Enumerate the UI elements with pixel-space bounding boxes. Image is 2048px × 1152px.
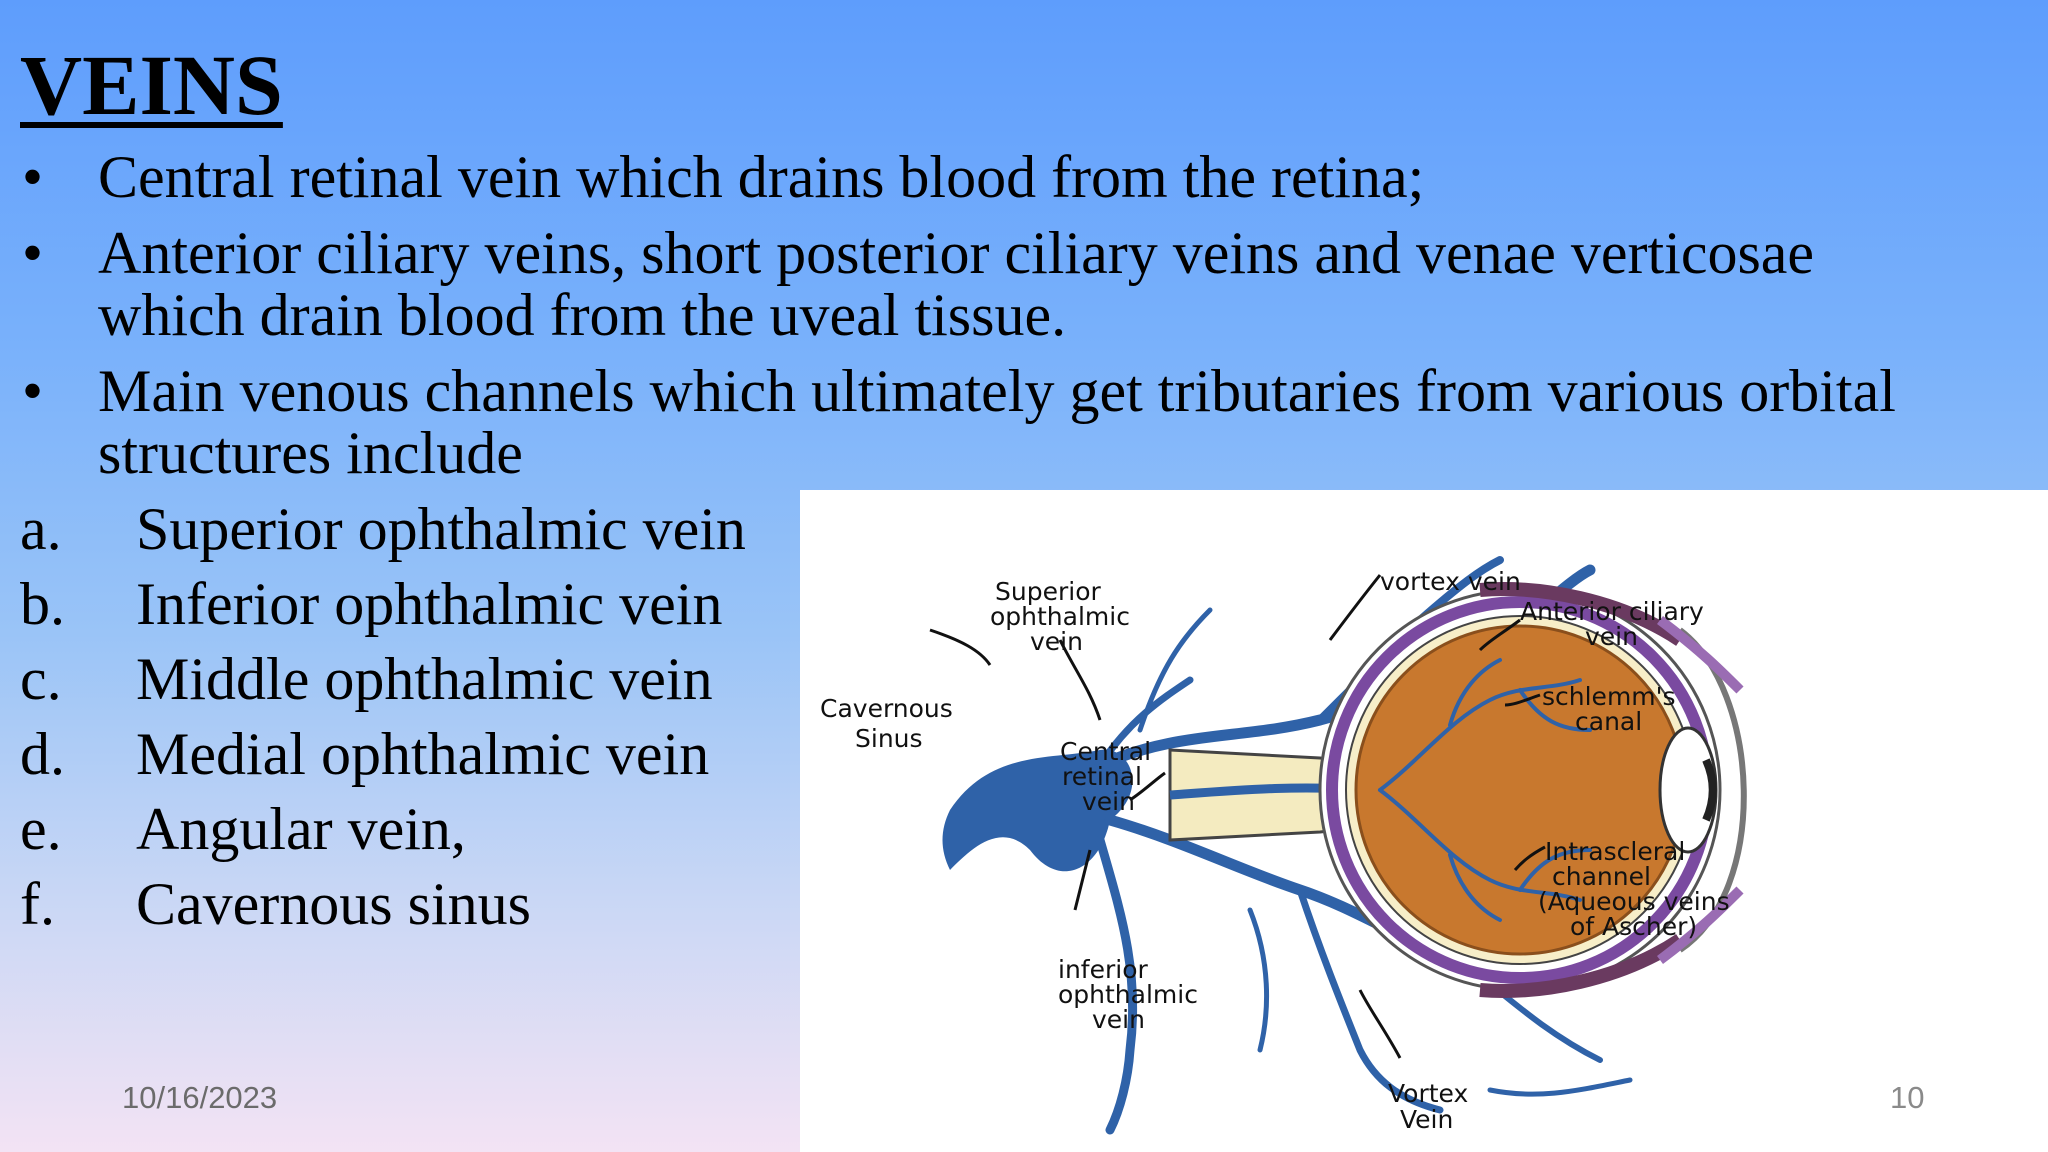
bullet-line: structures include [98, 420, 523, 486]
ciliary-process-top [1656, 616, 1744, 694]
bullet-icon: • [22, 220, 44, 286]
slide-title: VEINS [20, 37, 283, 133]
list-text: Cavernous sinus [136, 871, 531, 937]
vein-list-item: c. Middle ophthalmic vein [20, 642, 746, 717]
bullet-icon: • [22, 358, 44, 424]
bullet-line: which drain blood from the uveal tissue. [98, 282, 1067, 348]
retinal-vein-branches [1378, 658, 1592, 922]
eye-diagram-svg: Superior ophthalmic vein Cavernous Sinus… [820, 556, 1747, 1135]
label-cavernous-sinus: Cavernous Sinus [820, 694, 961, 753]
label-central-retinal-vein: Central retinal vein [1060, 737, 1159, 816]
list-text: Superior ophthalmic vein [136, 496, 746, 562]
list-text: Middle ophthalmic vein [136, 646, 713, 712]
label-vortex-vein-bottom: Vortex Vein [1388, 1079, 1476, 1134]
list-text: Inferior ophthalmic vein [136, 571, 723, 637]
list-letter: e. [20, 796, 62, 862]
vein-list: a. Superior ophthalmic vein b. Inferior op… [20, 492, 746, 942]
bullet-item: • Central retinal vein which drains bloo… [20, 146, 2020, 208]
bullet-item: • Main venous channels which ultimately … [20, 360, 2020, 484]
list-letter: b. [20, 571, 65, 637]
label-intrascleral-channel: Intrascleral channel (Aqueous veins of A… [1538, 837, 1738, 941]
bullet-item: • Anterior ciliary veins, short posterio… [20, 222, 2020, 346]
bullet-line: Main venous channels which ultimately ge… [98, 358, 1896, 424]
vein-list-item: b. Inferior ophthalmic vein [20, 567, 746, 642]
eye-vein-diagram: Superior ophthalmic vein Cavernous Sinus… [800, 490, 2048, 1152]
vein-list-item: f. Cavernous sinus [20, 867, 746, 942]
slide-date: 10/16/2023 [122, 1080, 278, 1115]
bullet-list: • Central retinal vein which drains bloo… [20, 146, 2020, 498]
bullet-icon: • [22, 144, 44, 210]
list-letter: f. [20, 871, 55, 937]
label-inferior-ophthalmic-vein: inferior ophthalmic vein [1058, 955, 1206, 1034]
vein-list-item: d. Medial ophthalmic vein [20, 717, 746, 792]
cavernous-sinus-shape [942, 749, 1133, 872]
list-text: Medial ophthalmic vein [136, 721, 710, 787]
slide-page-number: 10 [1890, 1080, 1925, 1115]
pupil-edge [1702, 758, 1717, 822]
label-vortex-vein-top: vortex vein [1380, 567, 1521, 596]
ciliary-process-bottom [1656, 886, 1744, 964]
list-letter: d. [20, 721, 65, 787]
list-letter: c. [20, 646, 62, 712]
vein-list-item: e. Angular vein, [20, 792, 746, 867]
ciliary-band-top [1479, 582, 1684, 646]
label-schlemms-canal: schlemm's canal [1542, 682, 1684, 736]
bullet-line: Central retinal vein which drains blood … [98, 144, 1425, 210]
label-leaders [929, 574, 1546, 1059]
list-text: Angular vein, [136, 796, 466, 862]
label-superior-ophthalmic-vein: Superior ophthalmic vein [990, 577, 1138, 656]
lens-shape [1658, 726, 1718, 854]
vein-list-item: a. Superior ophthalmic vein [20, 492, 746, 567]
list-letter: a. [20, 496, 62, 562]
bullet-line: Anterior ciliary veins, short posterior … [98, 220, 1815, 286]
label-anterior-ciliary-vein: Anterior ciliary vein [1520, 597, 1712, 651]
ciliary-band-bottom [1479, 934, 1684, 998]
